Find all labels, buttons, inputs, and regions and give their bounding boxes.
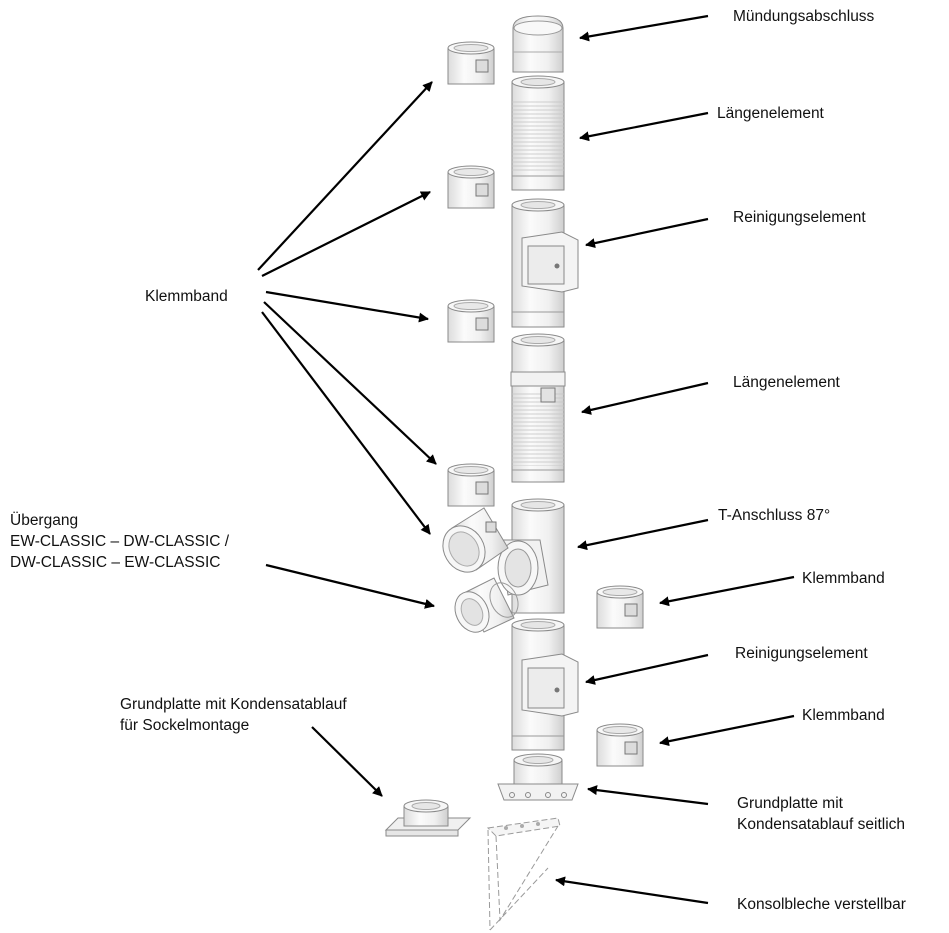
grundplatte-sockel-part xyxy=(384,799,472,837)
arrow-klemmband-4 xyxy=(263,301,437,465)
arrow-laengenelement-2 xyxy=(581,381,709,415)
reinigungselement-part-1 xyxy=(511,198,579,328)
label-t-anschluss: T-Anschluss 87° xyxy=(718,507,831,524)
arrow-klemmband-1 xyxy=(257,81,433,271)
laengenelement-part-2 xyxy=(510,333,566,483)
arrow-klemmband-5 xyxy=(261,311,431,535)
muendungsabschluss-part xyxy=(512,15,564,73)
label-klemmband-main: Klemmband xyxy=(145,288,228,305)
laengenelement-part-1 xyxy=(511,75,565,191)
arrow-reinigungselement-2 xyxy=(585,653,709,685)
klemmband-part xyxy=(447,299,495,343)
label-grundplatte-seitlich-line2: Kondensatablauf seitlich xyxy=(737,816,906,833)
label-klemmband-right-1: Klemmband xyxy=(802,570,885,587)
label-grundplatte-seitlich: Grundplatte mit Kondensatablauf seitlich xyxy=(737,793,905,835)
arrow-klemmband-right-2 xyxy=(659,714,795,747)
klemmband-part xyxy=(447,165,495,209)
label-klemmband-right-2: Klemmband xyxy=(802,707,885,724)
arrow-reinigungselement-1 xyxy=(585,217,709,249)
label-uebergang-line3: DW-CLASSIC – EW-CLASSIC xyxy=(10,554,221,571)
reinigungselement-part-2 xyxy=(511,618,579,751)
arrow-t-anschluss xyxy=(577,518,709,551)
label-grundplatte-seitlich-line1: Grundplatte mit xyxy=(737,795,843,812)
t-anschluss-part xyxy=(497,498,565,614)
arrow-laengenelement-1 xyxy=(579,111,709,142)
label-reinigungselement-2: Reinigungselement xyxy=(735,645,868,662)
label-grundplatte-sockel: Grundplatte mit Kondensatablauf für Sock… xyxy=(120,694,347,736)
label-reinigungselement-1: Reinigungselement xyxy=(733,209,866,226)
label-laengenelement-2: Längenelement xyxy=(733,374,840,391)
arrow-klemmband-2 xyxy=(261,191,431,277)
arrow-konsolbleche xyxy=(555,876,709,905)
label-laengenelement-1: Längenelement xyxy=(717,105,824,122)
label-uebergang: Übergang EW-CLASSIC – DW-CLASSIC / DW-CL… xyxy=(10,510,229,573)
label-muendungsabschluss: Mündungsabschluss xyxy=(733,8,875,25)
arrow-grundplatte-sockel xyxy=(311,726,383,797)
arrow-klemmband-3 xyxy=(265,290,429,323)
label-konsolbleche: Konsolbleche verstellbar xyxy=(737,896,906,913)
klemmband-part xyxy=(596,585,644,629)
leader-arrows xyxy=(257,14,795,905)
arrow-klemmband-right-1 xyxy=(659,575,795,607)
label-uebergang-line1: Übergang xyxy=(10,512,79,529)
grundplatte-seitlich-part xyxy=(497,753,579,801)
label-grundplatte-sockel-line2: für Sockelmontage xyxy=(120,717,250,734)
arrow-grundplatte-seitlich xyxy=(587,785,709,806)
uebergang-part xyxy=(442,507,509,573)
label-grundplatte-sockel-line1: Grundplatte mit Kondensatablauf xyxy=(120,696,347,713)
klemmband-part xyxy=(447,41,495,85)
arrow-muendungsabschluss xyxy=(579,14,709,42)
klemmband-part xyxy=(596,723,644,767)
konsolbleche-part xyxy=(486,817,561,931)
arrow-uebergang xyxy=(265,563,435,609)
uebergang-part xyxy=(454,577,519,633)
label-uebergang-line2: EW-CLASSIC – DW-CLASSIC / xyxy=(10,533,230,550)
klemmband-part xyxy=(447,463,495,507)
